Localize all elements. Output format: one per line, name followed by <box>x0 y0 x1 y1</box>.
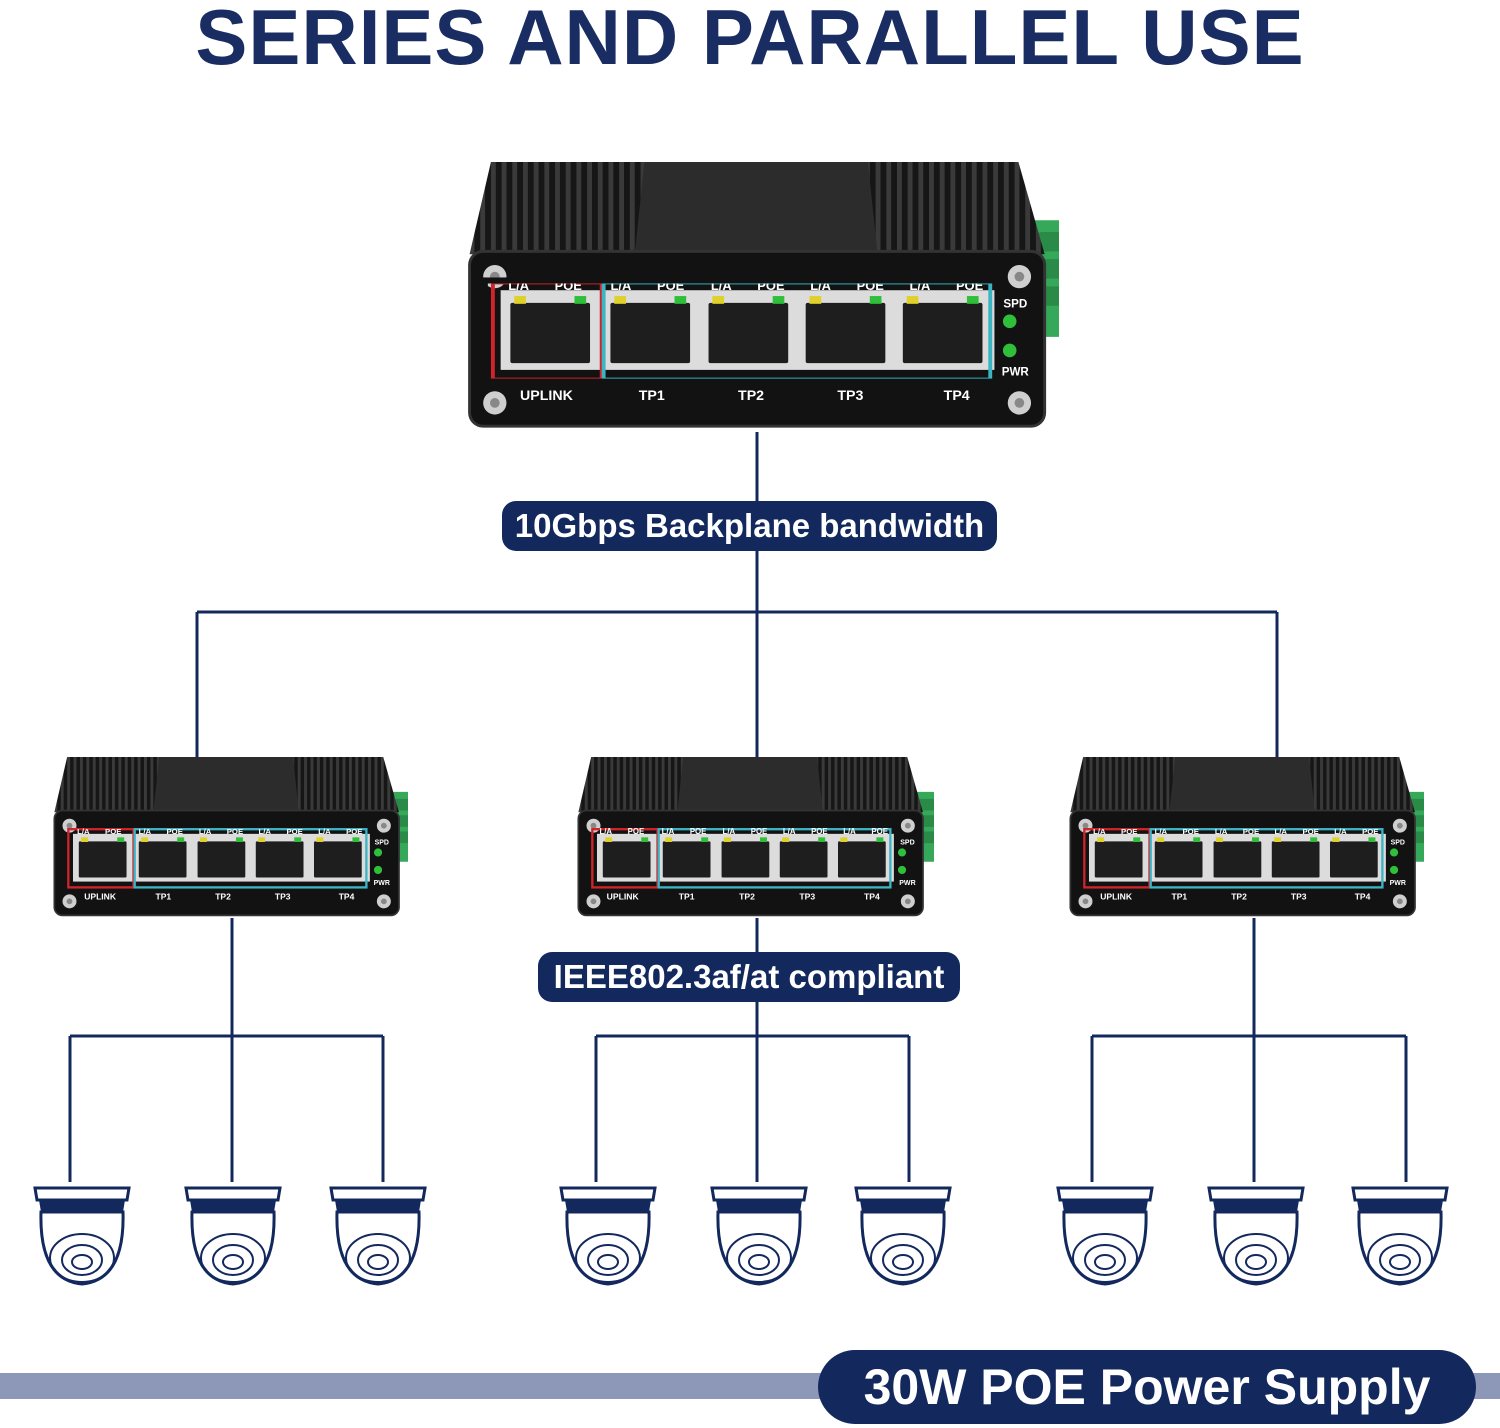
pwr-label: PWR <box>1002 366 1030 379</box>
network-switch-icon <box>467 162 1059 429</box>
tp-port-label: TP1 <box>1172 892 1188 902</box>
led-label-la: L/A <box>1215 827 1228 836</box>
led-label-poe: POE <box>346 827 362 836</box>
backplane-label: 10Gbps Backplane bandwidth <box>502 501 997 551</box>
tp-port-label: TP2 <box>215 892 231 902</box>
led-label-la: L/A <box>1155 827 1168 836</box>
switch-right: L/A POE L/A POE L/A POE L/A POE L/A POE SPD PWR UPLI… <box>1069 757 1424 917</box>
led-label-poe: POE <box>871 827 888 836</box>
led-label-la: L/A <box>662 827 675 836</box>
pwr-label: PWR <box>1390 880 1406 887</box>
dome-camera-icon <box>33 1186 131 1286</box>
led-label-poe: POE <box>628 827 645 836</box>
led-label-la: L/A <box>318 827 331 836</box>
tp-port-label: TP4 <box>864 892 880 902</box>
tp-port-label: TP3 <box>837 388 863 404</box>
poe-label: 30W POE Power Supply <box>818 1350 1476 1424</box>
switch-left: L/A POE L/A POE L/A POE L/A POE L/A POE SPD PWR UPLI… <box>53 757 408 917</box>
dome-camera-icon <box>1056 1186 1154 1286</box>
uplink-port-label: UPLINK <box>607 892 640 902</box>
tp-port-label: TP1 <box>679 892 695 902</box>
led-label-la: L/A <box>843 827 856 836</box>
led-label-poe: POE <box>690 827 707 836</box>
spd-label: SPD <box>375 839 389 846</box>
dome-camera-icon <box>329 1186 427 1286</box>
led-label-la: L/A <box>599 827 612 836</box>
dome-camera-icon <box>184 1186 282 1286</box>
led-label-la: L/A <box>783 827 796 836</box>
led-label-poe: POE <box>751 827 768 836</box>
led-label-la: L/A <box>1275 827 1288 836</box>
led-label-la: L/A <box>1093 827 1106 836</box>
main-switch-frame-mask <box>481 277 1001 385</box>
tp-port-label: TP3 <box>1291 892 1307 902</box>
spd-label: SPD <box>1391 839 1405 846</box>
led-label-poe: POE <box>286 827 302 836</box>
tp-port-label: TP4 <box>944 388 970 404</box>
uplink-port-label: UPLINK <box>1100 892 1133 902</box>
dome-camera-icon <box>854 1186 952 1286</box>
led-label-poe: POE <box>811 827 828 836</box>
tp-port-label: TP3 <box>275 892 291 902</box>
tp-port-label: TP2 <box>739 892 755 902</box>
dome-camera-icon <box>710 1186 808 1286</box>
led-label-la: L/A <box>139 827 152 836</box>
uplink-port-label: UPLINK <box>84 892 117 902</box>
switch-center: L/A POE L/A POE L/A POE L/A POE L/A POE SPD PWR UPLI… <box>577 757 934 917</box>
led-label-la: L/A <box>723 827 736 836</box>
ieee-label: IEEE802.3af/at compliant <box>538 952 960 1002</box>
led-label-la: L/A <box>1334 827 1347 836</box>
dome-camera-icon <box>559 1186 657 1286</box>
led-label-poe: POE <box>1362 827 1378 836</box>
led-label-poe: POE <box>167 827 183 836</box>
led-label-poe: POE <box>1302 827 1318 836</box>
led-label-poe: POE <box>105 827 121 836</box>
tp-port-label: TP4 <box>339 892 355 902</box>
tp-port-label: TP4 <box>1355 892 1371 902</box>
pwr-label: PWR <box>374 880 390 887</box>
tp-port-label: TP1 <box>639 388 665 404</box>
spd-label: SPD <box>1003 298 1027 311</box>
led-label-poe: POE <box>1183 827 1199 836</box>
led-label-la: L/A <box>199 827 212 836</box>
spd-label: SPD <box>900 839 915 846</box>
uplink-port-label: UPLINK <box>520 388 574 404</box>
page-title: SERIES AND PARALLEL USE <box>195 0 1305 81</box>
tp-port-label: TP2 <box>1231 892 1247 902</box>
pwr-label: PWR <box>899 880 915 887</box>
dome-camera-icon <box>1207 1186 1305 1286</box>
led-label-la: L/A <box>259 827 272 836</box>
tp-port-label: TP3 <box>799 892 815 902</box>
led-label-poe: POE <box>227 827 243 836</box>
tp-port-label: TP2 <box>738 388 764 404</box>
led-label-poe: POE <box>1243 827 1259 836</box>
dome-camera-icon <box>1351 1186 1449 1286</box>
led-label-poe: POE <box>1121 827 1137 836</box>
led-label-la: L/A <box>77 827 90 836</box>
tp-port-label: TP1 <box>156 892 172 902</box>
